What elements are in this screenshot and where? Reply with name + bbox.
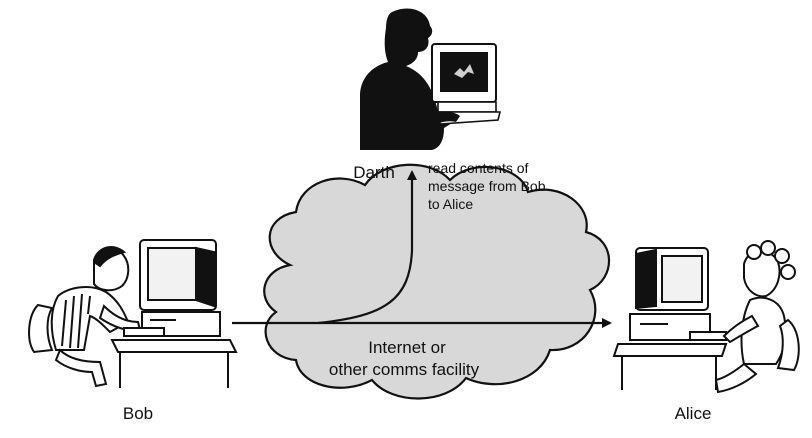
alice-curler-3	[774, 248, 790, 264]
darth-screen-image	[454, 64, 474, 78]
network-label-line1: Internet or	[368, 338, 446, 357]
bob-shirt-stripes	[61, 293, 91, 349]
alice-keyboard	[689, 331, 727, 341]
network-label-line2: other comms facility	[329, 360, 480, 379]
bob-hair	[92, 246, 127, 268]
attack-caption-line3: to Alice	[428, 196, 473, 212]
bob-desk-legs	[119, 352, 229, 388]
alice-illustration	[612, 240, 800, 394]
interception-arrow	[317, 170, 417, 325]
bob-screen	[147, 247, 197, 301]
alice-curler-1	[746, 244, 762, 260]
bob-monitor-side	[195, 246, 215, 308]
alice-curler-2	[760, 240, 776, 256]
alice-curler-4	[780, 264, 796, 280]
alice-monitor-side	[635, 248, 657, 310]
bob-label: Bob	[123, 404, 153, 423]
bob-chair	[28, 303, 54, 354]
alice-legs	[714, 362, 758, 394]
network-cloud	[263, 163, 611, 400]
attack-caption-line1: read contents of	[428, 160, 529, 176]
alice-desk-legs	[621, 356, 717, 390]
alice-desk	[612, 343, 728, 357]
bob-keyboard	[123, 327, 165, 337]
bob-legs	[54, 348, 108, 388]
alice-arm	[722, 314, 760, 344]
alice-chair	[776, 318, 800, 372]
darth-arm	[430, 111, 460, 126]
alice-label: Alice	[675, 404, 712, 423]
alice-screen	[661, 255, 703, 303]
bob-illustration	[28, 239, 238, 388]
darth-label: Darth	[353, 163, 395, 182]
darth-silhouette	[360, 8, 460, 150]
darth-illustration	[360, 8, 502, 150]
attack-caption-line2: message from Bob	[428, 178, 546, 194]
bob-desk	[110, 339, 238, 353]
darth-monitor-base	[437, 101, 497, 113]
